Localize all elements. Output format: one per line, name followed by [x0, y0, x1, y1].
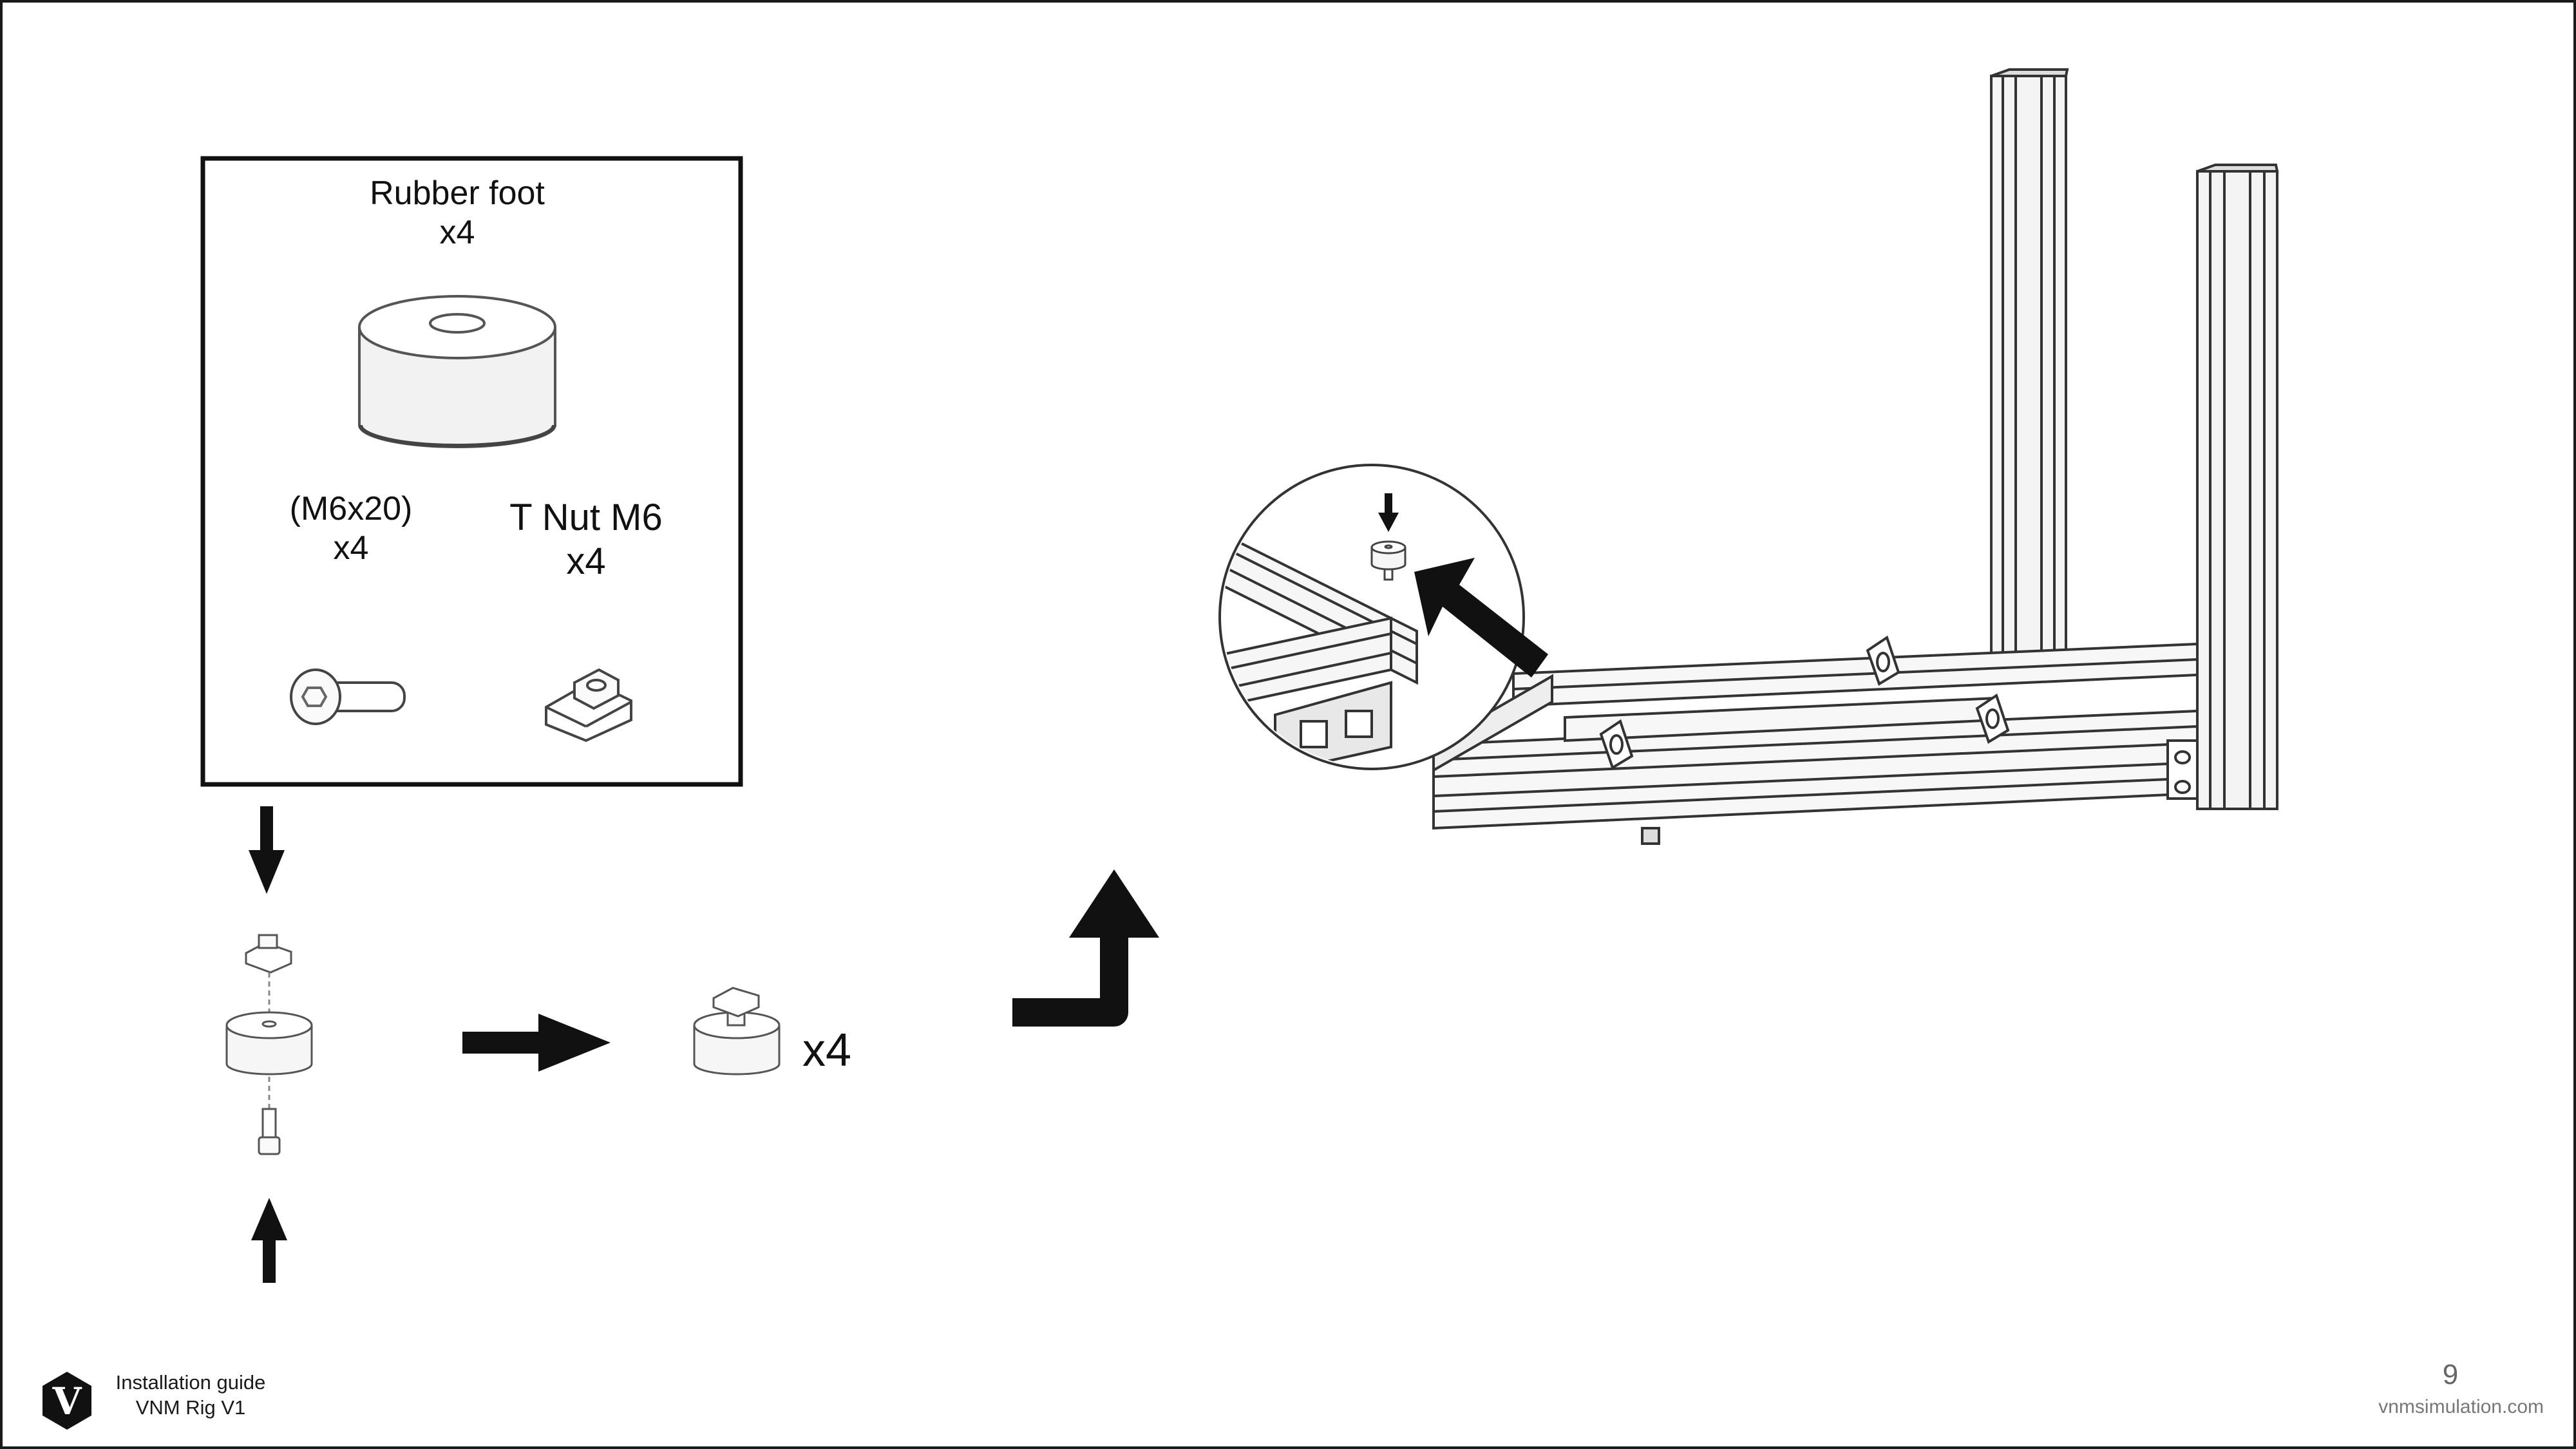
arrow-elbow-up-icon [1012, 869, 1159, 1027]
page-number: 9 [2442, 1359, 2459, 1390]
logo-icon: V [43, 1372, 91, 1430]
bolt-label: (M6x20)x4 [289, 490, 413, 567]
parts-box [200, 156, 743, 787]
assembled-qty-label: x4 [802, 1025, 852, 1076]
zoom-detail [1218, 464, 1525, 770]
exploded-assembly [225, 934, 313, 1155]
rubber-foot-image [358, 295, 556, 448]
arrow-down-icon [249, 806, 285, 894]
arrow-right-icon [462, 1014, 611, 1072]
website-url: vnmsimulation.com [2378, 1396, 2544, 1417]
logo-letter: V [52, 1379, 82, 1423]
arrow-zoom-icon [1414, 558, 1548, 677]
assembled-foot-image [693, 987, 781, 1075]
arrow-up-icon [251, 1198, 287, 1283]
tnut-image [545, 668, 632, 743]
bolt-image [290, 668, 406, 725]
rig-frame-image [1432, 68, 2279, 845]
